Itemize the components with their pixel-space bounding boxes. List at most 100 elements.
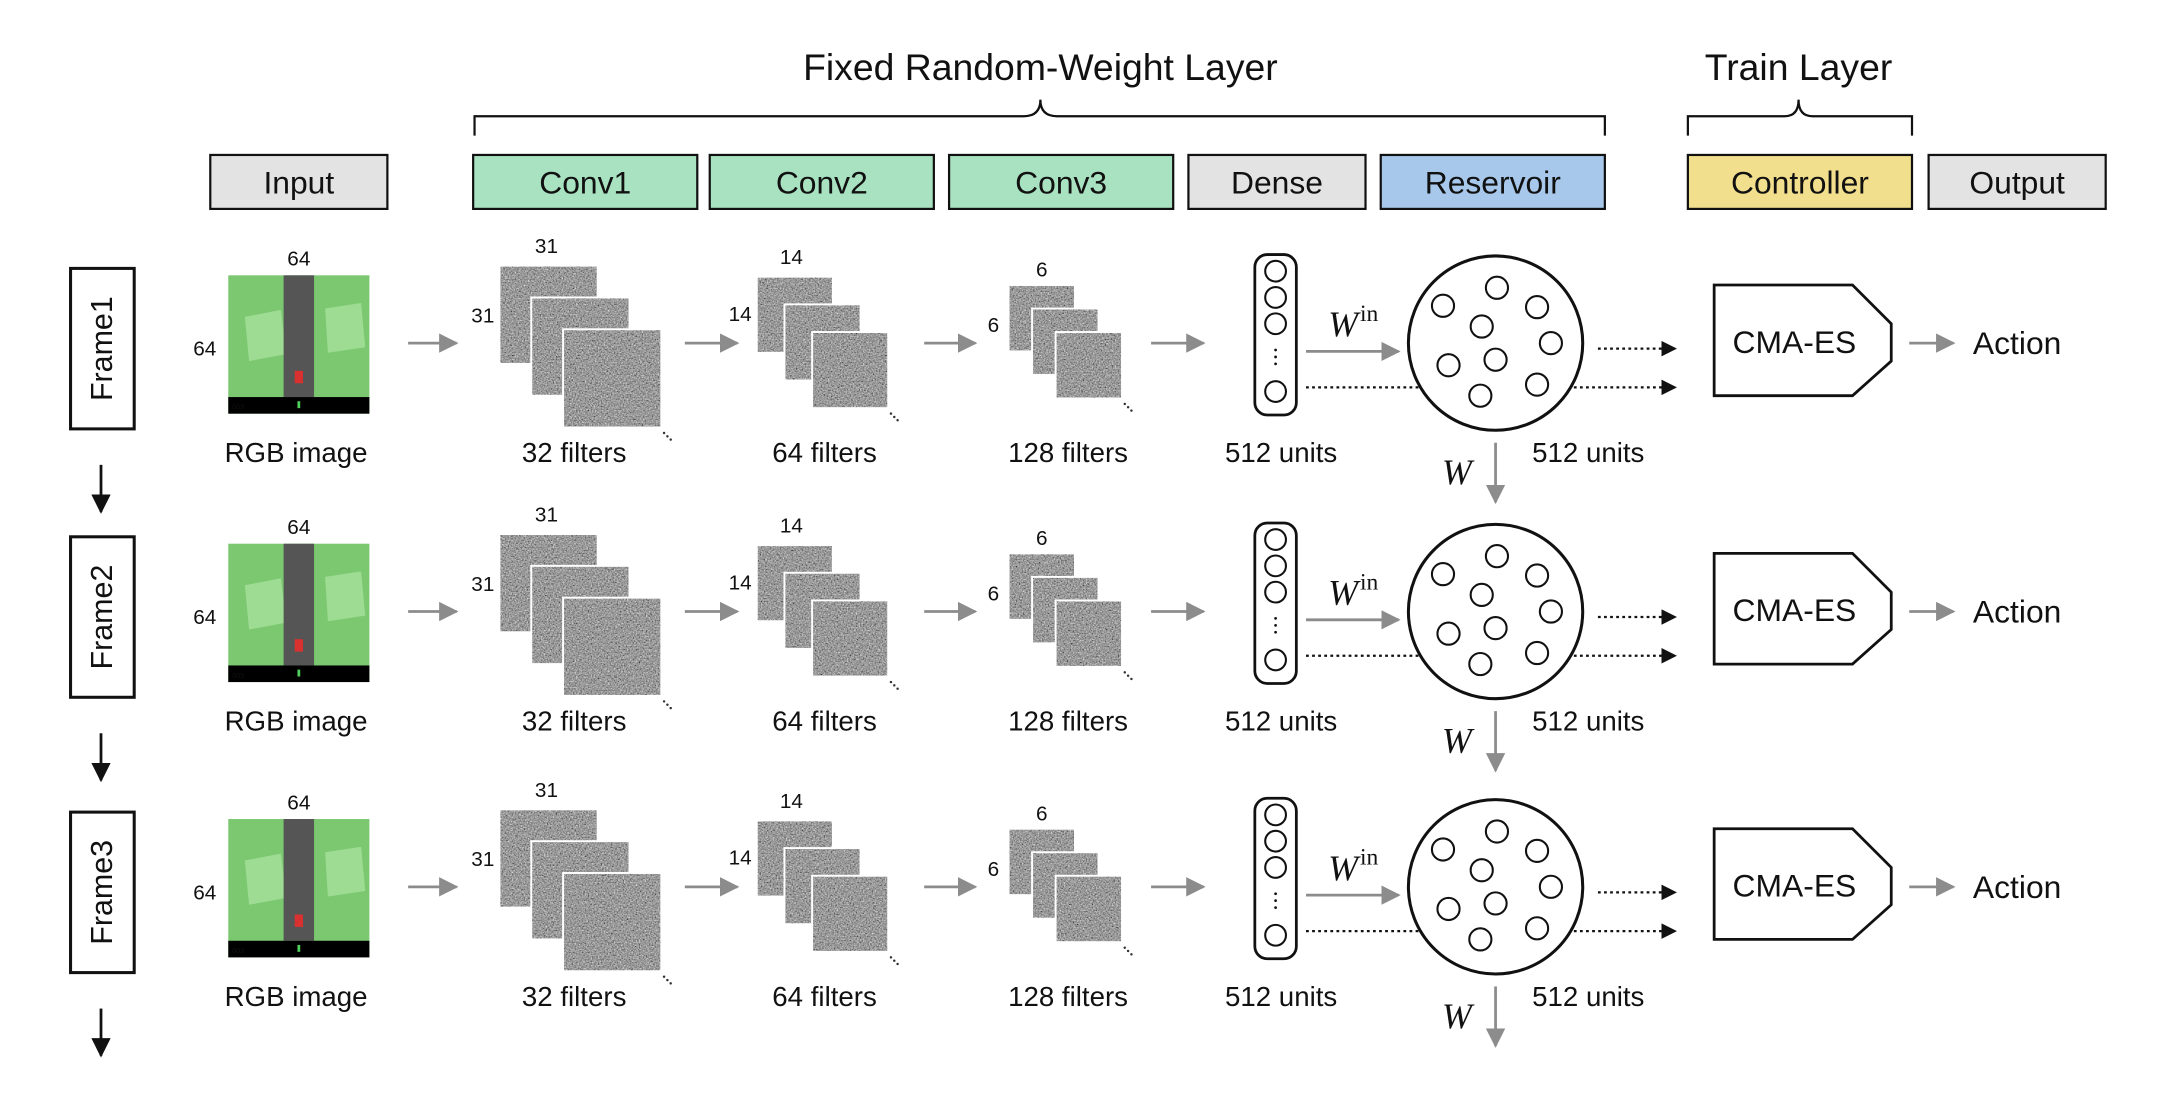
image-caption: RGB image (225, 981, 368, 1012)
conv3-map-noise (1055, 332, 1123, 399)
dense-caption: 512 units (1225, 981, 1337, 1012)
controller-label: CMA-ES (1733, 324, 1857, 360)
grass-patch (244, 578, 287, 630)
controller-shape (1712, 283, 1893, 398)
conv2-feature-map-3 (811, 331, 890, 410)
reservoir-neuron (1483, 616, 1508, 641)
conv1-ellipsis-dot (669, 706, 672, 710)
conv2-width-label: 14 (780, 246, 803, 269)
win-label: W (1328, 304, 1361, 344)
hud-indicator (297, 944, 301, 952)
car (294, 639, 303, 652)
conv3-ellipsis-dot (1130, 953, 1133, 956)
controller-cma-es: CMA-ES (1712, 283, 1893, 398)
conv2-caption: 64 filters (772, 981, 877, 1012)
conv2-ellipsis-dot (889, 412, 893, 415)
conv2-map-edge (811, 331, 890, 410)
dense-unit (1264, 312, 1288, 336)
reservoir-neuron (1484, 544, 1510, 569)
dense-ellipsis-dot (1274, 899, 1277, 903)
conv1-width-label: 31 (535, 504, 558, 527)
image-width-label: 64 (287, 791, 310, 814)
conv2-ellipsis-dot (893, 684, 896, 687)
conv2-width-label: 14 (780, 515, 803, 538)
conv1-map-edge (562, 596, 663, 697)
dense-caption: 512 units (1225, 705, 1337, 736)
conv3-ellipsis-dot (1123, 946, 1127, 949)
conv2-width-label: 14 (780, 790, 803, 813)
header-conv3-box (947, 153, 1175, 211)
dense-unit (1264, 648, 1288, 672)
conv2-feature-map-3 (811, 599, 890, 678)
reservoir-neuron (1436, 621, 1461, 646)
conv3-width-label: 6 (1036, 802, 1048, 825)
conv1-map-edge (562, 328, 663, 429)
conv1-ellipsis-dot (662, 975, 666, 978)
fixed-layer-bracket (473, 99, 1606, 136)
reservoir-neuron (1524, 295, 1550, 320)
reservoir-neuron (1484, 819, 1510, 844)
recurrent-w-label: W (1442, 452, 1475, 492)
header-conv3-label: Conv3 (1015, 165, 1107, 201)
grass-patch (325, 571, 366, 622)
reservoir-neuron (1430, 293, 1456, 318)
conv3-feature-map-3 (1054, 331, 1123, 400)
conv1-ellipsis-dot (662, 431, 666, 435)
header-dense-box (1187, 153, 1367, 211)
conv1-width-label: 31 (535, 779, 558, 802)
dense-unit (1264, 380, 1288, 403)
grass-patch (244, 309, 287, 362)
conv2-height-label: 14 (729, 303, 752, 326)
conv2-map-noise (812, 332, 889, 409)
reservoir (1406, 798, 1585, 976)
conv3-height-label: 6 (988, 314, 1000, 337)
dense-unit (1264, 286, 1288, 309)
dense-unit (1264, 528, 1288, 551)
dense-layer (1253, 796, 1298, 961)
reservoir-neuron (1436, 896, 1461, 922)
header-conv2-box (708, 153, 935, 211)
frame-box (69, 810, 136, 975)
dense-ellipsis-dot (1274, 892, 1277, 896)
reservoir-neuron (1483, 891, 1508, 916)
conv2-ellipsis-dot (896, 962, 899, 966)
reservoir-neuron (1524, 640, 1550, 666)
dense-ellipsis-dot (1274, 630, 1277, 634)
dense-unit (1264, 803, 1288, 827)
frame-label-box: Frame3 (69, 810, 136, 975)
grass-patch (325, 302, 366, 353)
dense-unit (1264, 259, 1288, 283)
image-width-label: 64 (287, 248, 310, 271)
frame-label-box: Frame2 (69, 535, 136, 699)
reservoir-neuron (1538, 331, 1564, 356)
recurrent-w-label: W (1442, 721, 1475, 761)
conv3-width-label: 6 (1036, 259, 1048, 282)
header-controller-label: Controller (1731, 165, 1869, 201)
conv3-caption: 128 filters (1008, 981, 1128, 1012)
image-width-label: 64 (287, 516, 310, 539)
reservoir-neuron (1430, 562, 1456, 587)
reservoir (1406, 522, 1585, 701)
dense-ellipsis-dot (1274, 355, 1277, 359)
frame-label: Frame1 (85, 296, 119, 401)
dense-unit (1264, 923, 1288, 947)
action-label: Action (1973, 325, 2061, 361)
dense-unit (1264, 856, 1288, 879)
header-group: Fixed Random-Weight Layer Train Layer In… (209, 46, 2107, 211)
header-controller-box (1686, 153, 1914, 211)
conv1-caption: 32 filters (522, 437, 627, 468)
action-label: Action (1973, 869, 2061, 905)
conv3-map-edge (1054, 599, 1123, 668)
conv1-height-label: 31 (471, 848, 494, 871)
controller-shape (1712, 552, 1893, 666)
reservoir-neuron (1524, 916, 1550, 941)
reservoir-neuron (1468, 383, 1493, 408)
conv1-feature-map-3 (562, 328, 663, 429)
frame-box (69, 535, 136, 699)
train-layer-label: Train Layer (1705, 46, 1892, 88)
hud-text: 003 (232, 405, 244, 412)
rgb-image: 003 (228, 275, 370, 414)
